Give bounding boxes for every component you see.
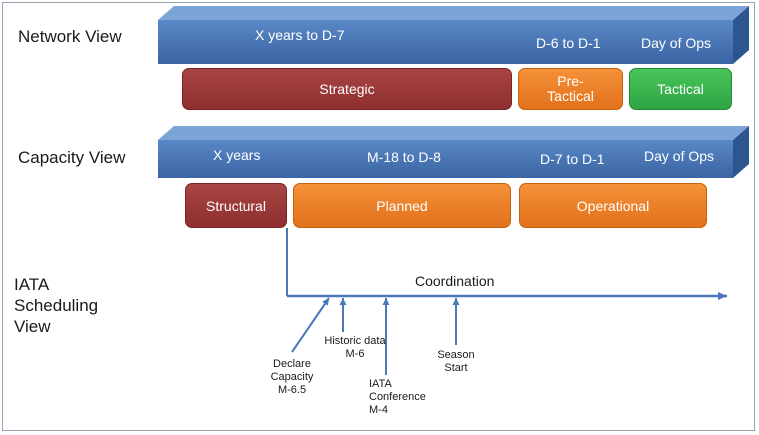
iata-scheduling-view-label: IATA Scheduling View: [14, 275, 99, 336]
network-band-segment-1: X years to D-7: [255, 27, 345, 43]
pre-tactical-phase-box: Pre- Tactical: [518, 68, 623, 110]
capacity-band-segment-3: D-7 to D-1: [540, 151, 605, 167]
network-band-segment-3: Day of Ops: [641, 35, 712, 51]
season-start-label: Season Start: [437, 349, 475, 374]
declare-capacity-arrow: [291, 297, 330, 353]
structural-phase-box: Structural: [185, 183, 287, 228]
capacity-band-front: [158, 140, 733, 178]
network-band-segment-2: D-6 to D-1: [536, 35, 601, 51]
network-band-front: [158, 20, 733, 64]
historic-data-label: Historic data M-6: [324, 335, 386, 360]
capacity-band-side: [733, 126, 749, 178]
structural-phase-label: Structural: [206, 197, 266, 214]
coordination-label: Coordination: [415, 273, 495, 289]
strategic-phase-box: Strategic: [182, 68, 512, 110]
operational-phase-label: Operational: [576, 197, 650, 214]
iata-conference-label: IATA Conference M-4: [369, 378, 426, 416]
strategic-phase-label: Strategic: [319, 81, 375, 97]
planned-phase-box: Planned: [293, 183, 511, 228]
network-band-top: [158, 6, 749, 20]
pre-tactical-phase-label: Pre- Tactical: [547, 73, 594, 104]
operational-phase-box: Operational: [519, 183, 707, 228]
tactical-phase-label: Tactical: [657, 81, 704, 97]
network-band-side: [733, 6, 749, 64]
capacity-band-segment-2: M-18 to D-8: [367, 149, 441, 165]
network-view-label: Network View: [18, 27, 122, 46]
capacity-view-band: [158, 126, 749, 178]
capacity-view-label: Capacity View: [18, 148, 126, 167]
capacity-band-segment-1: X years: [213, 147, 261, 163]
planned-phase-label: Planned: [376, 197, 428, 214]
diagram-frame: [2, 2, 755, 431]
capacity-band-top: [158, 126, 749, 140]
tactical-phase-box: Tactical: [629, 68, 732, 110]
capacity-band-segment-4: Day of Ops: [644, 148, 715, 164]
network-view-band: [158, 6, 749, 64]
declare-capacity-label: Declare Capacity M-6.5: [270, 358, 314, 396]
